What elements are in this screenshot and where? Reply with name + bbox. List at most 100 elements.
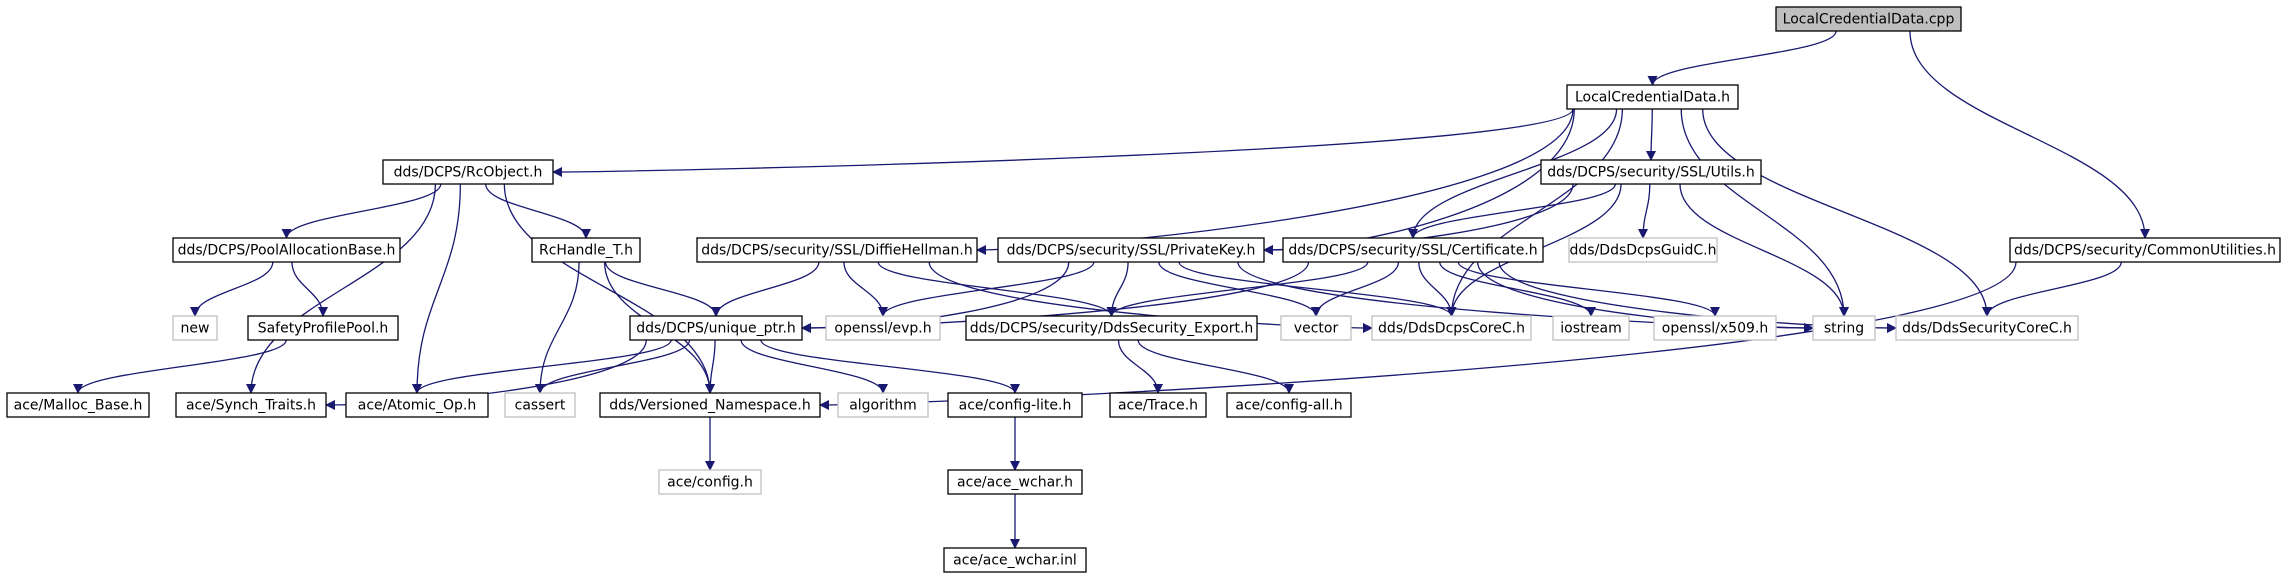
node-label: SafetyProfilePool.h	[258, 321, 389, 337]
node-label: dds/DCPS/RcObject.h	[394, 165, 543, 181]
node-evp[interactable]: openssl/evp.h	[825, 315, 941, 341]
node-box	[947, 469, 1083, 495]
node-unique[interactable]: dds/DCPS/unique_ptr.h	[629, 315, 803, 341]
node-label: ace/Malloc_Base.h	[14, 398, 143, 414]
node-new[interactable]: new	[172, 315, 218, 341]
edge	[412, 183, 461, 394]
node-x509[interactable]: openssl/x509.h	[1653, 315, 1777, 341]
node-malloc[interactable]: ace/Malloc_Base.h	[6, 392, 150, 418]
node-safety[interactable]: SafetyProfilePool.h	[247, 315, 399, 341]
edge-rcobject-to-synch	[246, 183, 437, 394]
node-export[interactable]: dds/DCPS/security/DdsSecurity_Export.h	[965, 315, 1258, 341]
node-diffie[interactable]: dds/DCPS/security/SSL/DiffieHellman.h	[696, 237, 978, 263]
node-box	[1566, 84, 1739, 110]
edge	[1263, 108, 1575, 255]
edge-privkey-to-evp	[878, 261, 1095, 317]
edge	[877, 261, 1117, 317]
node-rchandle[interactable]: RcHandle_T.h	[531, 237, 641, 263]
node-pool[interactable]: dds/DCPS/PoolAllocationBase.h	[172, 237, 401, 263]
node-utils[interactable]: dds/DCPS/security/SSL/Utils.h	[1540, 159, 1762, 185]
edge	[291, 261, 328, 317]
node-label: ace/Trace.h	[1118, 398, 1198, 414]
node-algorithm[interactable]: algorithm	[837, 392, 929, 418]
node-label: RcHandle_T.h	[539, 243, 633, 259]
edge-lcd_h-to-string	[1680, 108, 1849, 317]
node-label: dds/DCPS/security/SSL/DiffieHellman.h	[701, 243, 972, 259]
node-label: openssl/x509.h	[1662, 321, 1768, 337]
node-iostream[interactable]: iostream	[1552, 315, 1630, 341]
node-label: string	[1824, 321, 1864, 337]
edge-diffie-to-unique	[711, 261, 820, 317]
node-box	[943, 547, 1087, 573]
edge-lcd_h-to-seccorec	[1702, 108, 1992, 317]
edge	[1646, 108, 1657, 161]
edge	[503, 183, 715, 394]
node-rcobject[interactable]: dds/DCPS/RcObject.h	[382, 159, 554, 185]
edge-utils-to-cert	[1408, 183, 1616, 239]
edge	[1457, 261, 1720, 317]
node-trace[interactable]: ace/Trace.h	[1109, 392, 1207, 418]
node-atomic[interactable]: ace/Atomic_Op.h	[345, 392, 489, 418]
node-label: dds/DCPS/security/SSL/Utils.h	[1547, 165, 1754, 181]
node-label: LocalCredentialData.h	[1575, 90, 1730, 106]
node-configlite[interactable]: ace/config-lite.h	[947, 392, 1083, 418]
node-box	[947, 392, 1083, 418]
node-box	[696, 237, 978, 263]
node-corec[interactable]: dds/DdsDcpsCoreC.h	[1371, 315, 1532, 341]
node-versioned[interactable]: dds/Versioned_Namespace.h	[599, 392, 821, 418]
node-box	[172, 237, 401, 263]
node-configall[interactable]: ace/config-all.h	[1226, 392, 1352, 418]
edge-unique-to-configlite	[760, 339, 1020, 394]
edge	[1702, 108, 1992, 317]
edge-rchandle-to-cassert	[535, 261, 580, 394]
node-config[interactable]: ace/config.h	[658, 469, 762, 495]
edge	[1408, 108, 1618, 239]
edge	[552, 108, 1574, 177]
edge	[412, 339, 672, 394]
node-root[interactable]: LocalCredentialData.cpp	[1775, 6, 1962, 32]
node-label: dds/DCPS/PoolAllocationBase.h	[178, 243, 396, 259]
edge-common-to-seccorec	[1982, 261, 2122, 317]
edge	[1117, 339, 1163, 394]
node-privkey[interactable]: dds/DCPS/security/SSL/PrivateKey.h	[997, 237, 1265, 263]
node-cert[interactable]: dds/DCPS/security/SSL/Certificate.h	[1282, 237, 1544, 263]
edge-cert-to-vector	[1311, 261, 1400, 317]
edge	[1408, 183, 1616, 239]
nodes-layer: LocalCredentialData.cppLocalCredentialDa…	[6, 6, 2281, 573]
node-wchar_inl[interactable]: ace/ace_wchar.inl	[943, 547, 1087, 573]
node-box	[1109, 392, 1207, 418]
edge-cert-to-x509	[1457, 261, 1720, 317]
node-wchar_h[interactable]: ace/ace_wchar.h	[947, 469, 1083, 495]
node-vector[interactable]: vector	[1280, 315, 1352, 341]
edge	[190, 261, 274, 317]
node-label: vector	[1294, 321, 1339, 337]
node-lcd_h[interactable]: LocalCredentialData.h	[1566, 84, 1739, 110]
node-label: ace/ace_wchar.h	[957, 475, 1073, 491]
node-synch[interactable]: ace/Synch_Traits.h	[175, 392, 327, 418]
edge-cert-to-export	[1106, 261, 1369, 317]
node-label: ace/Atomic_Op.h	[358, 398, 476, 414]
node-string[interactable]: string	[1812, 315, 1876, 341]
node-box	[1653, 315, 1777, 341]
node-guidc[interactable]: dds/DdsDcpsGuidC.h	[1568, 237, 1718, 263]
edge	[1311, 261, 1400, 317]
edge-cert-to-iostream	[1439, 261, 1596, 317]
node-box	[382, 159, 554, 185]
node-label: ace/config-all.h	[1235, 398, 1342, 414]
node-label: cassert	[515, 398, 566, 414]
node-label: dds/DCPS/security/CommonUtilities.h	[2014, 243, 2276, 259]
node-label: dds/DCPS/security/DdsSecurity_Export.h	[970, 321, 1254, 337]
edge-rcobject-to-versioned	[503, 183, 715, 394]
node-common[interactable]: dds/DCPS/security/CommonUtilities.h	[2009, 237, 2281, 263]
node-label: dds/DCPS/unique_ptr.h	[636, 321, 796, 337]
edge-export-to-trace	[1117, 339, 1163, 394]
node-seccorec[interactable]: dds/DdsSecurityCoreC.h	[1895, 315, 2079, 341]
edge-rcobject-to-pool	[281, 183, 442, 239]
edge	[1439, 261, 1596, 317]
node-label: ace/ace_wchar.inl	[953, 553, 1077, 569]
edge	[878, 261, 1095, 317]
node-cassert[interactable]: cassert	[504, 392, 576, 418]
node-box	[1552, 315, 1630, 341]
edge	[1909, 30, 2150, 239]
edge	[1647, 30, 1837, 86]
